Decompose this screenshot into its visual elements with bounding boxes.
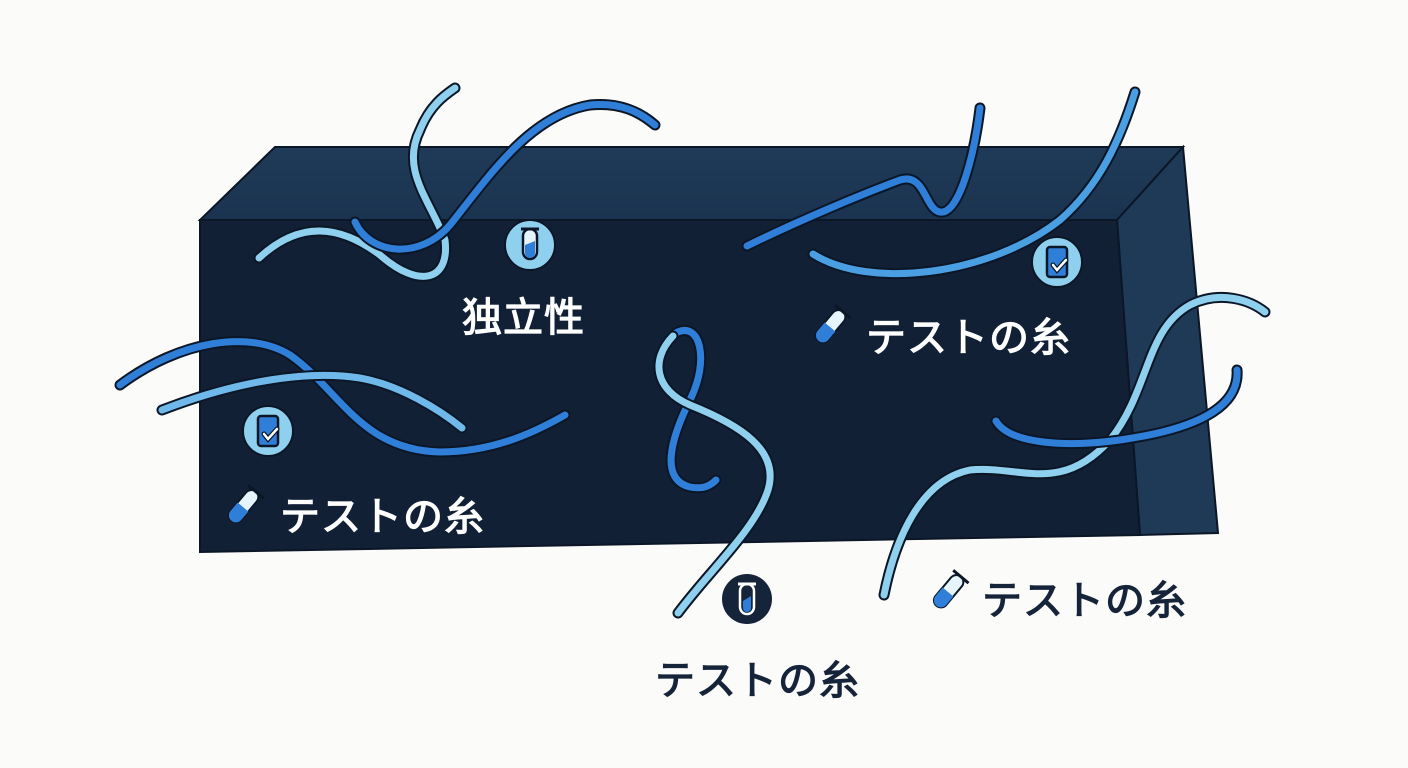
strand-left-light bbox=[156, 369, 468, 434]
strand-top-right-dark bbox=[741, 102, 986, 252]
strand-left-dark bbox=[114, 336, 571, 458]
test-tube-tilted-icon bbox=[932, 569, 970, 609]
label-test-thread-right-top: テストの糸 bbox=[866, 305, 1071, 363]
block-top-face bbox=[197, 146, 1186, 221]
strand-top-right-long bbox=[807, 86, 1141, 280]
label-independence: 独立性 bbox=[462, 285, 585, 343]
label-text: テストの糸 bbox=[982, 578, 1187, 624]
label-test-thread-bottom-center: テストの糸 bbox=[655, 648, 860, 706]
strands bbox=[114, 82, 1271, 619]
test-tube-tilted-icon bbox=[814, 304, 852, 344]
strand-right-dark bbox=[990, 364, 1243, 450]
checklist-phone-icon bbox=[1031, 236, 1083, 288]
strand-top-left-light bbox=[253, 82, 461, 282]
strand-center-dark bbox=[665, 325, 722, 494]
label-text: 独立性 bbox=[462, 295, 585, 341]
label-text: テストの糸 bbox=[655, 658, 860, 704]
strand-center-light bbox=[653, 330, 776, 619]
test-tube-tilted-icon bbox=[227, 484, 265, 524]
strand-right-light bbox=[878, 292, 1271, 601]
test-tube-dark-icon bbox=[722, 574, 772, 624]
checklist-phone-icon bbox=[242, 405, 294, 457]
label-test-thread-left: テストの糸 bbox=[280, 484, 485, 542]
test-tube-icon bbox=[504, 219, 556, 271]
label-test-thread-bottom-right: テストの糸 bbox=[982, 568, 1187, 626]
strand-top-left-dark bbox=[349, 98, 661, 255]
label-text: テストの糸 bbox=[866, 315, 1071, 361]
label-text: テストの糸 bbox=[280, 494, 485, 540]
